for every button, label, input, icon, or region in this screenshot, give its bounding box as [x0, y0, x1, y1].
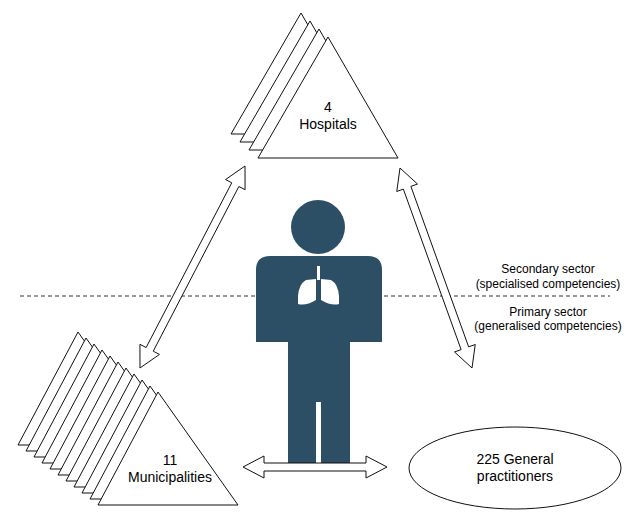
- sector-label: Primary sector: [507, 305, 588, 319]
- node-label: 225 General practitioners: [459, 451, 571, 485]
- stacked-triangle: 4 Hospitals: [225, 8, 403, 160]
- double-arrow: [140, 166, 245, 368]
- node-label: 4 Hospitals: [296, 99, 360, 133]
- ellipse-outline: [409, 427, 621, 509]
- lungs: [298, 266, 339, 305]
- patient-figure: [256, 200, 382, 470]
- node-outline: [225, 8, 403, 160]
- triangle-outline: [258, 37, 398, 158]
- double-arrow: [397, 168, 475, 368]
- sector-label: Secondary sector: [499, 262, 596, 276]
- sector-label: (generalised competencies): [472, 319, 623, 333]
- triangle-outline: [98, 392, 238, 505]
- node-label: 11 Municipalities: [120, 452, 220, 486]
- sector-label: (specialised competencies): [474, 277, 623, 291]
- stacked-triangle: 11 Municipalities: [10, 325, 245, 510]
- double-arrow: [243, 456, 387, 478]
- actor-ellipse: 225 General practitioners: [408, 426, 622, 510]
